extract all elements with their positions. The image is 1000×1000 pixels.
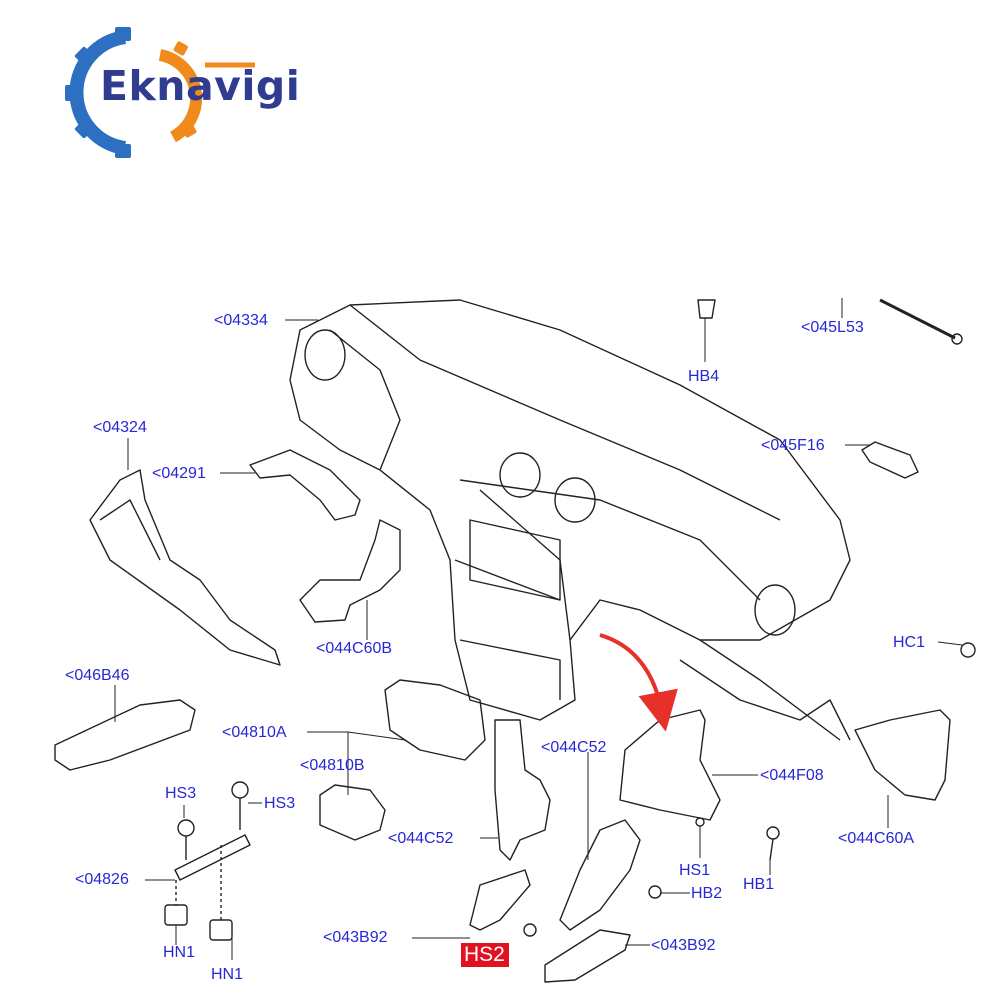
label-04324: <04324 [93,419,147,436]
label-HC1: HC1 [893,634,926,651]
label-044C60A: <044C60A [838,830,915,847]
label-HS3-left: HS3 [165,785,197,802]
label-043B92-left: <043B92 [323,929,388,946]
label-HN1-left: HN1 [163,944,196,961]
label-043B92-right: <043B92 [651,937,716,954]
label-04826: <04826 [75,871,129,888]
part-HB4 [697,299,716,319]
label-HN1-right: HN1 [211,966,244,983]
part-044C52-lower [559,819,641,931]
part-HC1 [960,642,976,658]
label-04810B: <04810B [300,757,365,774]
label-044C52-top: <044C52 [541,739,607,756]
part-044F08 [619,709,721,821]
part-044C60B [299,519,401,623]
label-HB2: HB2 [691,885,723,902]
highlighted-part-HS2: HS2 [461,943,509,967]
label-046B46: <046B46 [65,667,130,684]
brand-logo: Eknavigi [55,25,315,160]
part-04810A [384,679,486,761]
label-HS1: HS1 [679,862,711,879]
label-04291: <04291 [152,465,206,482]
brand-name: Eknavigi [100,62,301,110]
part-044C60A [854,709,951,801]
part-043B92-right [544,929,631,983]
part-045F16 [861,441,919,479]
label-HB4: HB4 [688,368,720,385]
red-arrow-icon [599,633,678,732]
label-044C52-mid: <044C52 [388,830,454,847]
part-04324 [89,469,281,666]
label-045L53: <045L53 [801,319,864,336]
part-043B92-left [469,869,531,931]
part-04291 [249,449,361,521]
part-044C52-mid [494,719,551,861]
label-04810A: <04810A [222,724,287,741]
label-044F08: <044F08 [760,767,824,784]
label-HS3-right: HS3 [264,795,296,812]
label-04334: <04334 [214,312,268,329]
part-046B46 [54,699,196,771]
label-045F16: <045F16 [761,437,825,454]
instrument-panel-outline [289,299,851,721]
gear-logo-icon [65,27,255,158]
label-044C60B: <044C60B [316,640,393,657]
part-04810B [319,784,386,841]
part-045L53 [879,298,956,340]
label-HB1: HB1 [743,876,775,893]
